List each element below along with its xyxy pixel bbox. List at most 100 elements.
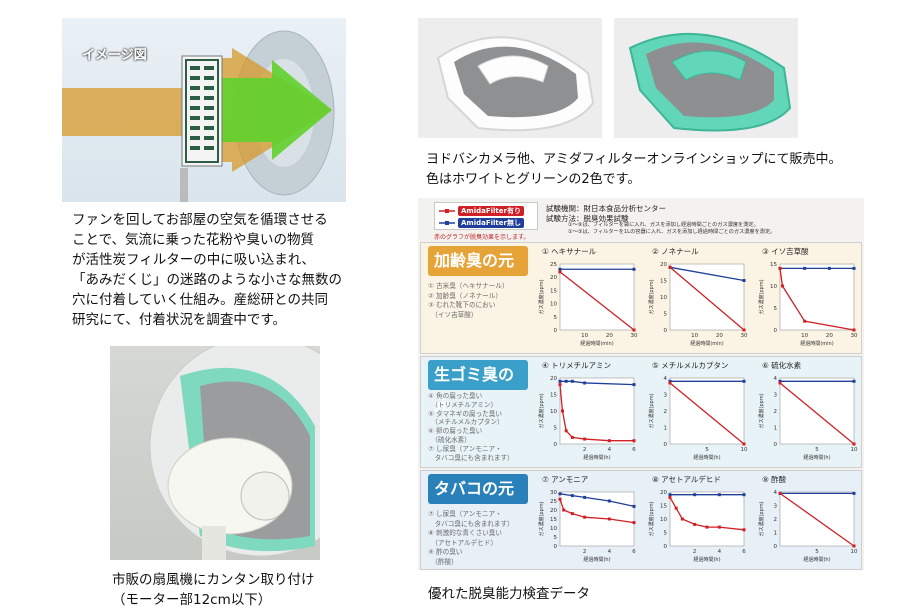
chart-title: ⑤ メチルメルカプタン: [652, 361, 728, 370]
data-point: [668, 379, 672, 383]
caption-line: （モーター部12cm以下）: [112, 592, 272, 608]
category-item: （酢酸）: [428, 557, 458, 566]
x-tick-label: 10: [741, 447, 748, 453]
data-point: [558, 267, 562, 271]
y-tick-label: 15: [660, 504, 667, 510]
y-tick-label: 0: [554, 328, 558, 334]
data-point: [778, 381, 782, 385]
data-point: [680, 517, 684, 521]
series-line-with-filter: [559, 271, 635, 331]
data-point: [778, 379, 782, 383]
x-axis-label: 経過時間(h): [803, 556, 830, 563]
y-tick-label: 0: [774, 442, 778, 448]
data-point: [668, 265, 672, 269]
data-point: [742, 328, 746, 332]
y-tick-label: 0: [664, 328, 668, 334]
data-point: [674, 506, 678, 510]
series-line-with-filter: [779, 492, 855, 547]
y-tick-label: 30: [550, 490, 557, 496]
filter-pattern: [185, 59, 219, 163]
category-title: 生ゴミ臭の元: [428, 360, 528, 414]
fan-with-filter-shape: [149, 346, 320, 560]
chart-panel-caption: 優れた脱臭能力検査データ: [428, 586, 590, 602]
y-tick-label: 3: [774, 504, 778, 510]
x-tick-label: 4: [608, 549, 612, 555]
data-point: [852, 266, 856, 270]
fan-stand-shape: [180, 168, 188, 202]
sales-caption: ヨドバシカメラ他、アミダフィルターオンラインショップにて販売中。 色はホワイトと…: [426, 150, 841, 190]
data-point: [570, 512, 574, 516]
x-tick-label: 4: [608, 447, 612, 453]
filter-shape: [181, 55, 223, 167]
data-point: [803, 266, 807, 270]
data-point: [558, 497, 562, 501]
test-info: 試験機関：財日本食品分析センター 試験方法：脱臭効果試験: [546, 204, 666, 224]
y-tick-label: 0: [554, 544, 558, 550]
y-tick-label: 1: [774, 531, 778, 537]
category-item: （トリメチルアミン）: [428, 400, 498, 409]
y-tick-label: 20: [660, 490, 667, 496]
caption-line: ヨドバシカメラ他、アミダフィルターオンラインショップにて販売中。: [426, 152, 842, 167]
x-tick-label: 5: [705, 447, 709, 453]
y-tick-label: 0: [554, 442, 558, 448]
data-point: [717, 525, 721, 529]
y-tick-label: 1: [774, 426, 778, 432]
y-tick-label: 0: [774, 544, 778, 550]
x-tick-label: 10: [801, 333, 808, 339]
series-line-with-filter: [669, 266, 745, 331]
y-tick-label: 2: [664, 409, 668, 415]
data-point: [852, 328, 856, 332]
x-axis-label: 経過時間(h): [583, 454, 610, 461]
y-tick-label: 4: [774, 490, 778, 496]
category-item: ⑧ 刺激的な青くさい臭い: [428, 529, 502, 537]
y-tick-label: 10: [550, 526, 557, 532]
fan-photo: [110, 346, 320, 560]
data-point: [564, 379, 568, 383]
x-axis-label: 経過時間(min): [580, 340, 613, 347]
y-tick-label: 4: [774, 376, 778, 382]
mechanism-caption: ファンを回してお部屋の空気を循環させる ことで、気流に乗った花粉や臭いの物質 が…: [72, 210, 342, 330]
category-item: （硫化水素）: [428, 435, 471, 444]
data-point: [583, 381, 587, 385]
y-axis-label: ガス濃度(ppm): [648, 279, 655, 314]
y-tick-label: 25: [550, 262, 557, 268]
y-tick-label: 0: [774, 328, 778, 334]
category-items: ④ 魚の腐った臭い （トリメチルアミン） ⑤ タマネギの腐った臭い （メチルメル…: [428, 392, 514, 462]
fan-caption: 市販の扇風機にカンタン取り付け （モーター部12cm以下）: [112, 570, 315, 610]
y-axis-label: ガス濃度(ppm): [648, 501, 655, 536]
x-tick-label: 5: [815, 549, 819, 555]
data-point: [583, 515, 587, 519]
x-tick-label: 4: [718, 549, 722, 555]
category-items: ⑦ し尿臭（アンモニア・ タバコ臭にも含まれます） ⑧ 刺激的な青くさい臭い （…: [428, 510, 514, 567]
y-tick-label: 20: [550, 275, 557, 281]
data-point: [668, 495, 672, 499]
x-tick-label: 2: [583, 447, 587, 453]
y-tick-label: 3: [664, 393, 668, 399]
data-point: [742, 279, 746, 282]
series-line-without-filter: [669, 266, 745, 282]
data-point: [607, 439, 611, 443]
y-tick-label: 0: [664, 544, 668, 550]
x-tick-label: 2: [583, 549, 587, 555]
x-tick-label: 10: [851, 447, 858, 453]
data-point: [827, 266, 831, 270]
white-filter-photo: [418, 18, 602, 138]
x-tick-label: 30: [631, 333, 638, 339]
illustration-image: イメージ図: [62, 18, 346, 202]
deodorization-test-panel: AmidaFilter有り AmidaFilter無し 赤のグラフが脱臭効果を示…: [418, 198, 864, 570]
data-point: [558, 492, 562, 496]
x-axis-label: 経過時間(h): [693, 454, 720, 461]
x-tick-label: 10: [691, 333, 698, 339]
caption-line: 「あみだくじ」の迷路のような小さな無数の: [72, 272, 342, 288]
chart-title: ④ トリメチルアミン: [542, 361, 611, 370]
category-item: ⑤ タマネギの腐った臭い: [428, 409, 502, 418]
